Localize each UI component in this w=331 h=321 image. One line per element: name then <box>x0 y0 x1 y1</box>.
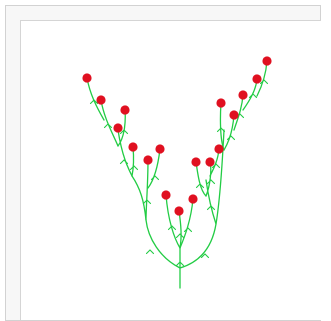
tree-edge-e-l0 <box>132 176 180 268</box>
tree-edge-e-r6 <box>224 115 234 150</box>
edge-arrowhead <box>208 180 215 184</box>
tree-edge-e-r2 <box>196 162 206 196</box>
leaf-node <box>188 194 197 203</box>
leaf-node <box>174 206 183 215</box>
tree-edge-e-c1 <box>166 195 180 248</box>
tree-leaf-nodes <box>82 56 271 215</box>
leaf-node <box>262 56 271 65</box>
edge-arrowhead <box>177 234 184 238</box>
edge-arrowhead <box>152 176 159 180</box>
edge-arrowhead <box>228 136 235 140</box>
leaf-node <box>155 144 164 153</box>
tree-edge-e-c3 <box>180 199 193 248</box>
leaf-node <box>120 105 129 114</box>
edge-arrowhead <box>131 166 138 170</box>
tree-edge-e-r3 <box>206 162 211 196</box>
leaf-node <box>143 155 152 164</box>
leaf-node <box>128 142 137 151</box>
edge-arrowhead <box>121 160 128 164</box>
leaf-node <box>96 95 105 104</box>
leaf-node <box>238 90 247 99</box>
leaf-node <box>82 73 91 82</box>
tree-edge-e-r1 <box>206 180 216 224</box>
edge-arrowhead <box>147 250 154 254</box>
leaf-node <box>216 98 225 107</box>
tree-edge-e-c2 <box>179 211 181 248</box>
leaf-node <box>252 74 261 83</box>
leaf-node <box>191 157 200 166</box>
leaf-node <box>229 110 238 119</box>
tree-edge-e-l5 <box>101 100 118 146</box>
edge-arrowhead <box>185 228 192 232</box>
edge-arrowhead <box>250 94 257 98</box>
leaf-node <box>205 157 214 166</box>
leaf-node <box>113 123 122 132</box>
tree-edge-e-l3 <box>118 130 132 176</box>
edge-arrowhead <box>261 80 268 84</box>
leaf-node <box>214 144 223 153</box>
tree-edge-e-l1 <box>146 160 148 220</box>
tree-edge-e-l2 <box>148 149 160 188</box>
leaf-node <box>161 190 170 199</box>
edge-arrowhead <box>105 124 112 128</box>
